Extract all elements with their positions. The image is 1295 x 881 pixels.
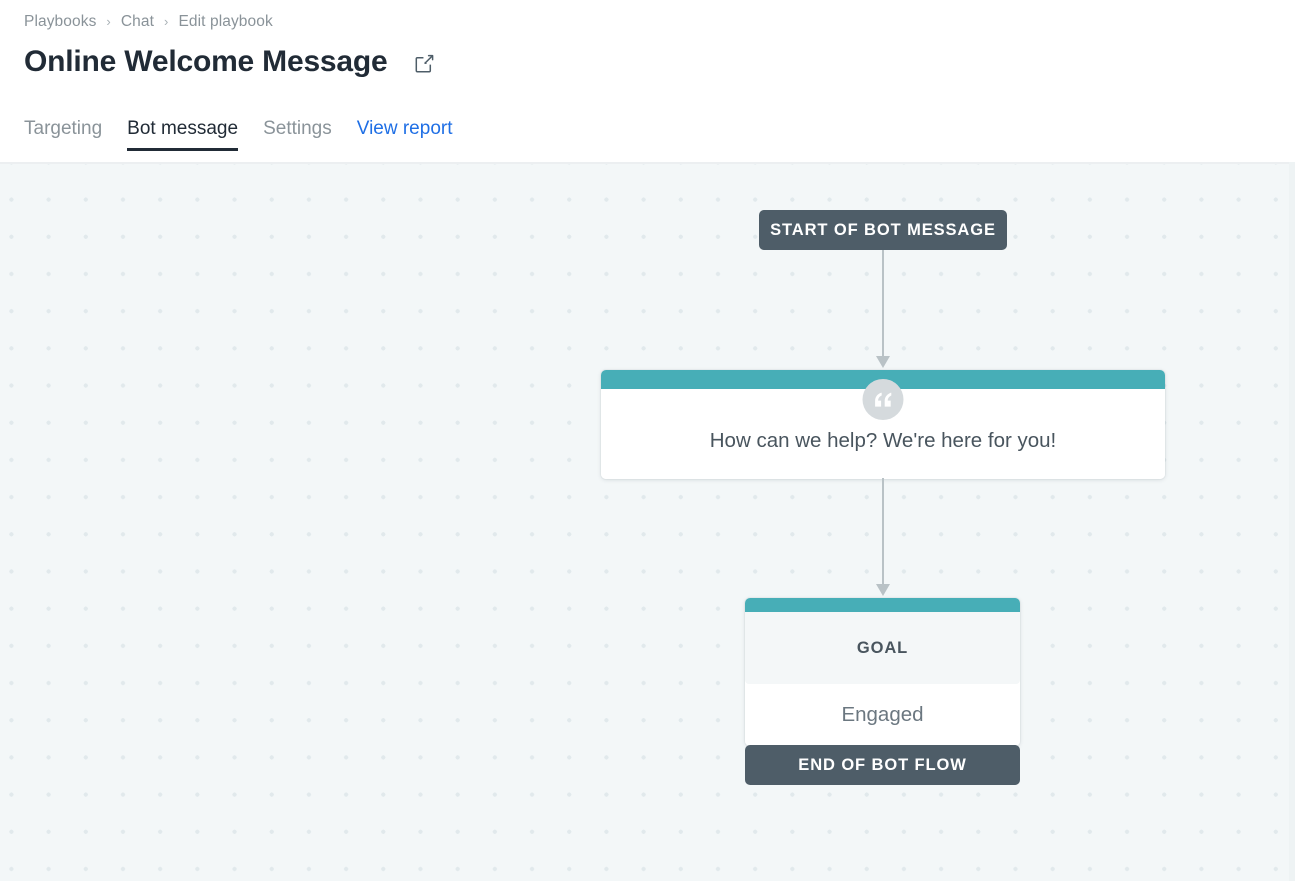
edit-title-button[interactable]: [412, 52, 436, 76]
node-bot-message-card[interactable]: How can we help? We're here for you!: [601, 370, 1165, 479]
breadcrumb: Playbooks › Chat › Edit playbook: [24, 13, 273, 31]
connector-arrow-icon: [876, 356, 890, 368]
breadcrumb-item-playbooks[interactable]: Playbooks: [24, 13, 97, 30]
node-start-label: START OF BOT MESSAGE: [770, 220, 996, 239]
connector-start-to-message: [871, 250, 895, 372]
tab-targeting[interactable]: Targeting: [24, 118, 102, 151]
flow-canvas[interactable]: START OF BOT MESSAGE Ho: [0, 162, 1295, 881]
quote-icon: [862, 379, 904, 420]
page-header: Playbooks › Chat › Edit playbook Online …: [0, 0, 1295, 162]
canvas-right-edge: [1289, 162, 1295, 881]
node-goal-value: Engaged: [841, 703, 924, 726]
connector-arrow-icon: [876, 584, 890, 596]
node-goal-accent-bar: [745, 598, 1020, 612]
node-goal-header: GOAL: [745, 612, 1020, 684]
tab-view-report[interactable]: View report: [357, 118, 453, 151]
node-start-of-bot-message[interactable]: START OF BOT MESSAGE: [759, 210, 1007, 250]
chevron-right-icon: ›: [164, 13, 169, 29]
node-end-label: END OF BOT FLOW: [798, 755, 967, 774]
connector-message-to-goal: [871, 478, 895, 600]
page-title: Online Welcome Message: [24, 45, 388, 78]
node-goal-card[interactable]: GOAL Engaged: [745, 598, 1020, 746]
node-message-text: How can we help? We're here for you!: [709, 429, 1057, 452]
title-row: Online Welcome Message: [24, 42, 436, 82]
breadcrumb-item-edit-playbook[interactable]: Edit playbook: [178, 13, 273, 30]
chevron-right-icon: ›: [106, 13, 111, 29]
breadcrumb-item-chat[interactable]: Chat: [120, 13, 155, 30]
node-message-accent-bar: [601, 370, 1165, 420]
tab-bar: Targeting Bot message Settings View repo…: [24, 118, 453, 151]
bot-flow-diagram: START OF BOT MESSAGE Ho: [0, 162, 1295, 881]
canvas-top-divider: [0, 162, 1295, 164]
edit-pencil-square-icon: [413, 53, 435, 75]
node-end-of-bot-flow[interactable]: END OF BOT FLOW: [745, 745, 1020, 785]
connector-line: [882, 478, 884, 586]
node-goal-label: GOAL: [856, 638, 909, 657]
connector-line: [882, 250, 884, 358]
tab-settings[interactable]: Settings: [263, 118, 332, 151]
tab-bot-message[interactable]: Bot message: [127, 118, 238, 151]
node-goal-value-row: Engaged: [745, 684, 1020, 746]
